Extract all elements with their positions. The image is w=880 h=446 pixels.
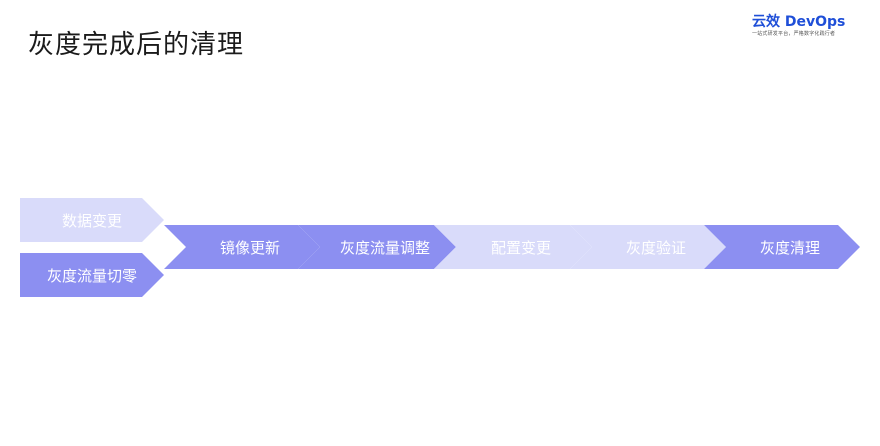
- brand-name: 云效 DevOps: [752, 14, 846, 30]
- brand-logo: 云效 DevOps 一站式研发平台，严格数字化践行者: [752, 14, 862, 38]
- step-traffic-adjust: 灰度流量调整: [298, 225, 456, 269]
- page-title: 灰度完成后的清理: [28, 30, 245, 60]
- step-gray-verify: 灰度验证: [570, 225, 726, 269]
- step-data-change: 数据变更: [20, 198, 164, 242]
- step-image-update: 镜像更新: [164, 225, 320, 269]
- step-traffic-cutoff: 灰度流量切零: [20, 253, 164, 297]
- step-config-change: 配置变更: [434, 225, 592, 269]
- step-gray-cleanup: 灰度清理: [704, 225, 860, 269]
- brand-slogan: 一站式研发平台，严格数字化践行者: [752, 31, 836, 37]
